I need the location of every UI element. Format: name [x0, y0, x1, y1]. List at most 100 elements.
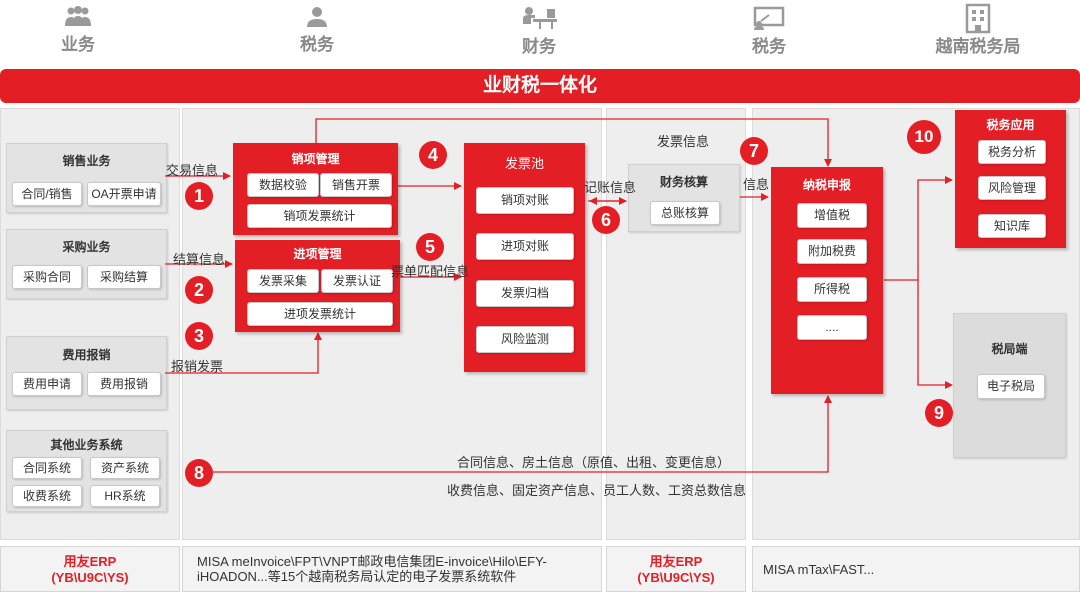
invoice-collection-button[interactable]: 发票采集 — [247, 269, 319, 293]
box-title: 其他业务系统 — [50, 438, 123, 452]
fee-info-label: 收费信息、固定资产信息、员工人数、工资总数信息 — [447, 483, 747, 498]
arrow-reimburse — [165, 332, 322, 374]
box-title: 发票池 — [504, 156, 544, 171]
header-finance: 财务 — [469, 0, 609, 57]
general-ledger-button[interactable]: 总账核算 — [650, 201, 720, 225]
arrow-filing-to-bureau — [917, 280, 953, 389]
hr-system-button[interactable]: HR系统 — [90, 485, 160, 507]
step-9-badge: 9 — [925, 399, 953, 427]
surcharge-button[interactable]: 附加税费 — [797, 239, 867, 264]
sales-management-box: 销项管理 数据校验 销售开票 销项发票统计 — [233, 143, 398, 235]
box-title: 财务核算 — [659, 175, 708, 189]
info-label: 信息 — [743, 177, 770, 192]
bookkeeping-info-label: 记账信息 — [584, 180, 637, 195]
desk-person-icon — [523, 7, 557, 29]
arrow-filing-to-app — [884, 176, 953, 281]
tax-application-box: 税务应用 税务分析 风险管理 知识库 — [955, 110, 1066, 248]
data-validation-button[interactable]: 数据校验 — [247, 173, 319, 197]
step-8-badge: 8 — [185, 459, 213, 487]
expense-request-button[interactable]: 费用申请 — [12, 372, 82, 396]
header-label: 税务 — [752, 37, 786, 56]
person-icon — [307, 7, 327, 27]
tax-software-text: MISA mTax\FAST... — [763, 562, 875, 577]
purchase-contract-button[interactable]: 采购合同 — [12, 265, 82, 289]
other-systems-box: 其他业务系统 合同系统 资产系统 收费系统 HR系统 — [6, 430, 167, 512]
header-tax-2: 税务 — [699, 0, 839, 57]
contract-sales-button[interactable]: 合同/销售 — [12, 182, 82, 206]
invoice-archive-button[interactable]: 发票归档 — [476, 280, 574, 307]
box-title: 进项管理 — [293, 247, 342, 261]
settle-info-label: 结算信息 — [173, 252, 226, 267]
header-tax: 税务 — [247, 0, 387, 55]
step-7-badge: 7 — [740, 137, 768, 165]
invoice-software-text: MISA meInvoice\FPT\VNPT邮政电信集团E-invoice\H… — [197, 554, 547, 584]
match-info-label: 票单匹配信息 — [391, 264, 470, 279]
footer-erp-1: 用友ERP (YB\U9C\YS) — [0, 546, 180, 592]
integration-banner: 业财税一体化 — [0, 69, 1080, 103]
step-1-badge: 1 — [185, 182, 213, 210]
reimburse-invoice-label: 报销发票 — [171, 359, 224, 374]
knowledge-base-button[interactable]: 知识库 — [978, 214, 1046, 238]
people-group-icon — [65, 6, 91, 26]
box-title: 纳税申报 — [802, 178, 851, 192]
billing-system-button[interactable]: 收费系统 — [12, 485, 82, 507]
erp-modules: (YB\U9C\YS) — [51, 570, 129, 585]
invoice-info-label: 发票信息 — [657, 134, 710, 149]
asset-system-button[interactable]: 资产系统 — [90, 457, 160, 479]
box-title: 销项管理 — [291, 152, 340, 166]
invoice-pool-box: 发票池 销项对账 进项对账 发票归档 风险监测 — [464, 143, 585, 372]
header-business: 业务 — [8, 0, 148, 55]
input-invoice-stats-button[interactable]: 进项发票统计 — [247, 302, 393, 326]
contract-system-button[interactable]: 合同系统 — [12, 457, 82, 479]
footer-erp-2: 用友ERP (YB\U9C\YS) — [606, 546, 746, 592]
erp-modules: (YB\U9C\YS) — [637, 570, 715, 585]
purchase-settlement-button[interactable]: 采购结算 — [87, 265, 161, 289]
income-tax-button[interactable]: 所得税 — [797, 277, 867, 302]
building-icon — [965, 3, 991, 34]
tax-analysis-button[interactable]: 税务分析 — [978, 140, 1046, 164]
footer-invoice-software: MISA meInvoice\FPT\VNPT邮政电信集团E-invoice\H… — [182, 546, 602, 592]
box-title: 税务应用 — [986, 118, 1035, 132]
header-label: 越南税务局 — [935, 37, 1021, 56]
sales-business-box: 销售业务 合同/销售 OA开票申请 — [6, 143, 167, 213]
vat-button[interactable]: 增值税 — [797, 203, 867, 228]
more-taxes-button[interactable]: .... — [797, 315, 867, 340]
input-management-box: 进项管理 发票采集 发票认证 进项发票统计 — [235, 240, 400, 332]
expense-box: 费用报销 费用申请 费用报销 — [6, 336, 167, 410]
sales-invoice-stats-button[interactable]: 销项发票统计 — [247, 204, 392, 228]
step-6-badge: 6 — [592, 206, 620, 234]
step-3-badge: 3 — [185, 322, 213, 350]
purchase-business-box: 采购业务 采购合同 采购结算 — [6, 229, 167, 299]
invoice-certification-button[interactable]: 发票认证 — [321, 269, 393, 293]
oa-invoice-request-button[interactable]: OA开票申请 — [87, 182, 161, 206]
sales-reconcile-button[interactable]: 销项对账 — [476, 187, 574, 214]
risk-management-button[interactable]: 风险管理 — [978, 176, 1046, 200]
risk-monitor-button[interactable]: 风险监测 — [476, 326, 574, 353]
contract-info-label: 合同信息、房土信息（原值、出租、变更信息） — [457, 455, 731, 470]
expense-reimburse-button[interactable]: 费用报销 — [87, 372, 161, 396]
step-10-badge: 10 — [907, 120, 941, 154]
step-4-badge: 4 — [419, 141, 447, 169]
input-reconcile-button[interactable]: 进项对账 — [476, 233, 574, 260]
tax-bureau-box: 税局端 电子税局 — [953, 313, 1066, 458]
box-title: 采购业务 — [62, 240, 111, 254]
erp-name: 用友ERP — [649, 554, 703, 569]
header-label: 业务 — [61, 35, 95, 54]
trade-info-label: 交易信息 — [166, 163, 219, 178]
step-2-badge: 2 — [185, 276, 213, 304]
box-title: 销售业务 — [62, 154, 111, 168]
finance-accounting-box: 财务核算 总账核算 — [628, 164, 740, 232]
box-title: 税局端 — [991, 342, 1028, 356]
header-label: 税务 — [300, 35, 334, 54]
presentation-board-icon — [753, 6, 785, 30]
arrow-invoice-to-filing — [315, 118, 832, 167]
tax-filing-box: 纳税申报 增值税 附加税费 所得税 .... — [771, 167, 883, 394]
box-title: 费用报销 — [62, 348, 111, 362]
header-label: 财务 — [522, 37, 556, 56]
erp-name: 用友ERP — [63, 554, 117, 569]
e-tax-bureau-button[interactable]: 电子税局 — [977, 374, 1045, 399]
footer-tax-software: MISA mTax\FAST... — [752, 546, 1080, 592]
sales-invoicing-button[interactable]: 销售开票 — [320, 173, 392, 197]
arrow-other-to-filing — [212, 395, 832, 473]
